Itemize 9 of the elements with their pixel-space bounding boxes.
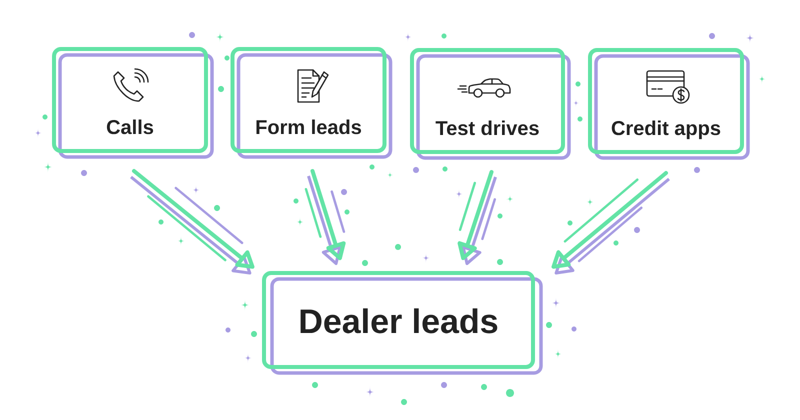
arrow	[307, 169, 346, 266]
process-box: Dealer leads	[262, 271, 543, 375]
process-box: Credit apps	[588, 48, 750, 160]
arrow	[130, 169, 254, 275]
arrow	[458, 170, 497, 266]
arrow	[552, 171, 670, 275]
process-box: Calls	[52, 47, 214, 159]
process-box: Test drives	[410, 48, 571, 160]
process-box: Form leads	[230, 47, 392, 159]
